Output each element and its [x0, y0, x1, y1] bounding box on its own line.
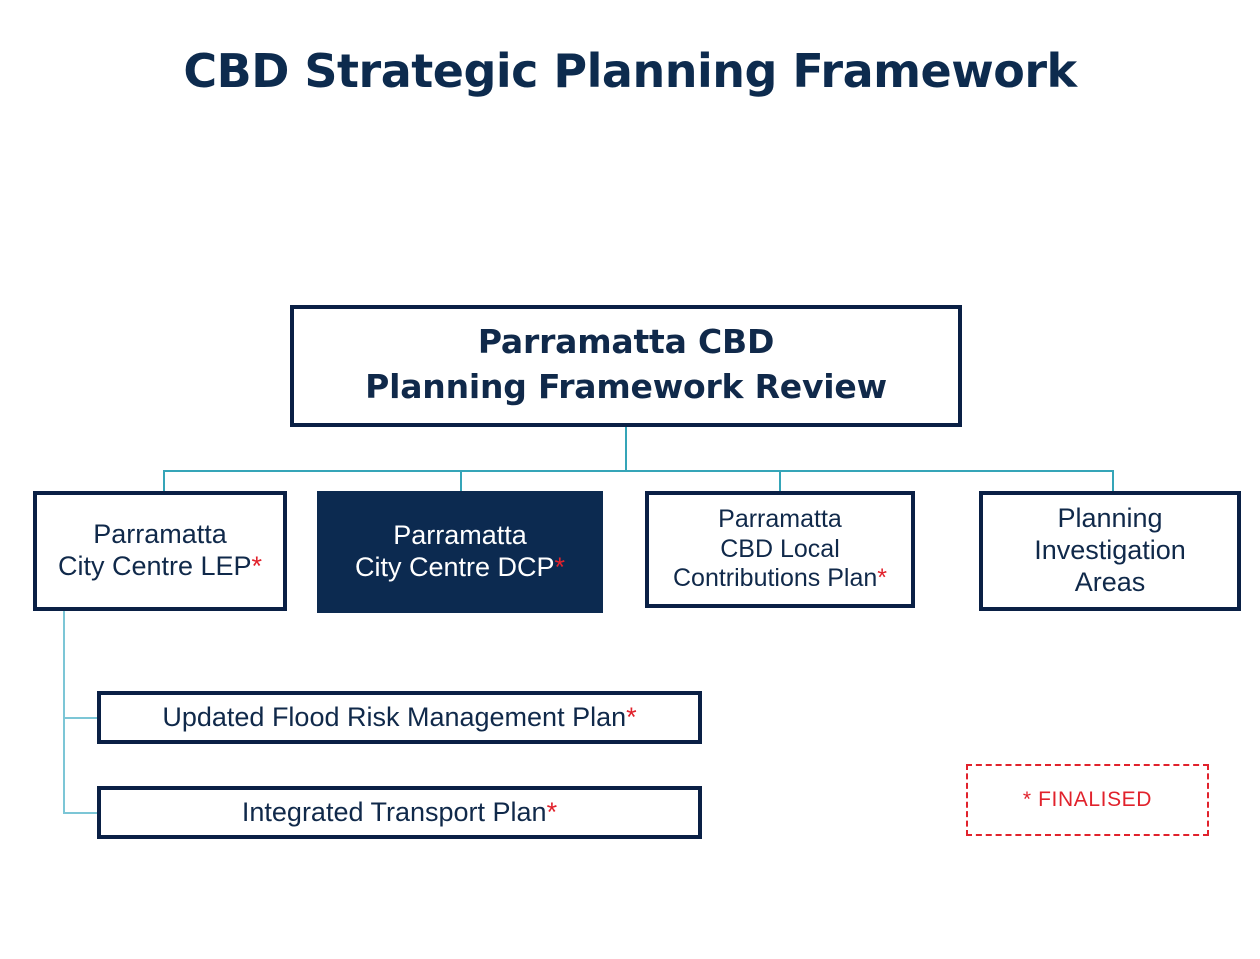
node-lep-line2: City Centre LEP* — [58, 551, 262, 583]
node-contrib-line2: CBD Local — [720, 534, 840, 563]
node-dcp-line2: City Centre DCP* — [355, 552, 565, 584]
legend-finalised: * FINALISED — [966, 764, 1209, 836]
finalised-asterisk: * — [554, 552, 566, 582]
finalised-asterisk: * — [251, 551, 263, 581]
node-lep-label: City Centre LEP — [57, 551, 252, 581]
node-contrib-line1: Parramatta — [718, 505, 842, 534]
node-parramatta-city-centre-lep[interactable]: Parramatta City Centre LEP* — [33, 491, 287, 611]
node-planning-line2: Investigation — [1034, 535, 1186, 566]
connector-lep-to-transport — [63, 812, 99, 814]
node-contrib-line3: Contributions Plan* — [673, 564, 887, 594]
node-transport-label: Integrated Transport Plan — [241, 796, 547, 827]
finalised-asterisk: * — [626, 701, 637, 732]
finalised-asterisk: * — [546, 796, 558, 827]
node-planning-investigation-areas[interactable]: Planning Investigation Areas — [979, 491, 1241, 611]
node-parramatta-cbd-local-contributions-plan[interactable]: Parramatta CBD Local Contributions Plan* — [645, 491, 915, 608]
finalised-asterisk: * — [877, 564, 888, 593]
connector-lep-spine — [63, 611, 65, 813]
connector-root-drop — [625, 427, 627, 471]
connector-drop-lep — [163, 470, 165, 493]
node-dcp-line1: Parramatta — [393, 520, 527, 551]
connector-tier2-bus — [163, 470, 1114, 472]
connector-drop-contributions — [779, 470, 781, 493]
node-root-line2: Planning Framework Review — [365, 367, 887, 406]
node-contrib-label: Contributions Plan — [672, 564, 878, 593]
connector-drop-dcp — [460, 470, 462, 493]
node-updated-flood-risk-management-plan[interactable]: Updated Flood Risk Management Plan* — [97, 691, 702, 744]
node-dcp-label: City Centre DCP — [354, 552, 555, 582]
node-integrated-transport-plan[interactable]: Integrated Transport Plan* — [97, 786, 702, 839]
page-title: CBD Strategic Planning Framework — [183, 44, 1077, 98]
node-parramatta-city-centre-dcp[interactable]: Parramatta City Centre DCP* — [317, 491, 603, 613]
node-lep-line1: Parramatta — [93, 519, 227, 550]
node-root-line1: Parramatta CBD — [477, 322, 775, 362]
node-flood-label: Updated Flood Risk Management Plan — [162, 701, 627, 732]
node-planning-line3: Areas — [1074, 566, 1146, 597]
node-parramatta-cbd-planning-framework-review[interactable]: Parramatta CBD Planning Framework Review — [290, 305, 962, 427]
connector-lep-to-flood — [63, 717, 99, 719]
connector-drop-planning-areas — [1112, 470, 1114, 493]
legend-text: * FINALISED — [1022, 788, 1153, 811]
node-planning-line1: Planning — [1057, 503, 1163, 534]
